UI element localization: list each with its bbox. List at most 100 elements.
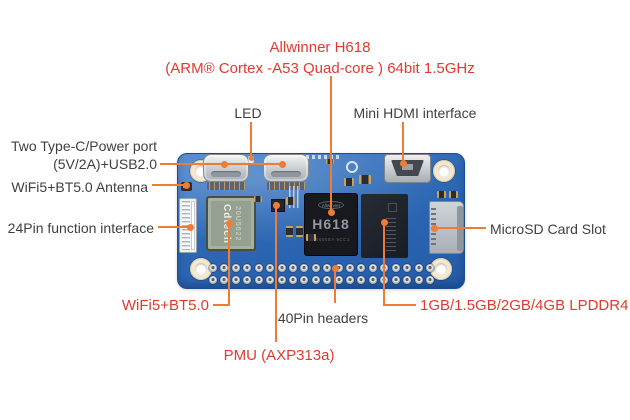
dot-typec-1 <box>221 161 228 168</box>
header-pin-hole <box>357 276 366 284</box>
type-c-port-2-pins <box>267 182 305 190</box>
leader-pmu <box>275 205 277 342</box>
smd-component <box>286 226 293 237</box>
header-pin-hole <box>403 276 412 284</box>
header-pin-hole <box>231 276 240 284</box>
header-pin-hole <box>300 264 309 272</box>
mounting-hole <box>430 258 452 280</box>
dot-soc <box>328 209 335 216</box>
type-c-port-1 <box>203 154 249 182</box>
header-pin-hole <box>311 276 320 284</box>
pin-header-grid <box>178 154 464 288</box>
header-pin-hole <box>357 264 366 272</box>
soc-chip-marking: H618 <box>312 216 350 232</box>
dot-lpddr4 <box>381 219 388 226</box>
header-pin-hole <box>300 276 309 284</box>
leader-lpddr4-vertical <box>383 222 385 306</box>
label-mini-hdmi: Mini HDMI interface <box>353 105 477 121</box>
smd-component <box>449 191 458 198</box>
smd-component <box>296 226 303 237</box>
header-pin-hole <box>414 264 423 272</box>
header-pin-hole <box>209 264 217 272</box>
label-led: LED <box>234 105 262 121</box>
header-pin-hole <box>323 276 332 284</box>
header-pin-hole <box>346 264 355 272</box>
smd-component <box>344 178 354 186</box>
leader-24pin <box>158 226 190 228</box>
header-pin-hole <box>288 264 297 272</box>
header-pin-hole <box>277 264 286 272</box>
label-typec: Two Type-C/Power port (5V/2A)+USB2.0 <box>0 137 157 173</box>
silkscreen-logo <box>346 161 358 173</box>
soc-title-line2: (ARM® Cortex -A53 Quad-core ) 64bit 1.5G… <box>165 60 475 77</box>
header-pin-hole <box>414 276 423 284</box>
header-pin-hole <box>425 276 434 284</box>
dot-led <box>249 156 254 161</box>
leader-wifi-vertical <box>228 222 230 306</box>
smd-component <box>359 175 371 184</box>
soc-chip-submarking: N0000EA 9CC1 <box>312 237 350 242</box>
dot-typec-2 <box>279 161 286 168</box>
label-antenna: WiFi5+BT5.0 Antenna <box>11 179 148 195</box>
dot-hdmi <box>400 160 407 167</box>
leader-lpddr4-horizontal <box>383 304 416 306</box>
header-pin-hole <box>346 276 355 284</box>
label-typec-line1: Two Type-C/Power port <box>10 138 157 154</box>
label-wifi-bt: WiFi5+BT5.0 <box>121 297 209 314</box>
label-typec-line2: (5V/2A)+USB2.0 <box>53 156 157 172</box>
header-pin-hole <box>209 276 217 284</box>
wifi-module-model: 20U5622 <box>234 205 241 242</box>
header-pin-hole <box>231 264 240 272</box>
dot-24pin <box>187 224 194 231</box>
header-pin-hole <box>391 276 400 284</box>
header-pin-hole <box>266 264 275 272</box>
header-pin-hole <box>266 276 275 284</box>
header-pin-hole <box>288 276 297 284</box>
header-pin-hole <box>243 264 252 272</box>
header-pin-hole <box>254 264 263 272</box>
dot-40pin <box>332 265 339 272</box>
dot-pmu <box>273 202 280 209</box>
header-pin-hole <box>220 264 229 272</box>
label-microsd: MicroSD Card Slot <box>490 221 606 237</box>
header-pin-hole <box>311 264 320 272</box>
label-lpddr4: 1GB/1.5GB/2GB/4GB LPDDR4 <box>420 297 629 314</box>
leader-wifi-horizontal <box>213 304 230 306</box>
pcb-board: Cdtech 20U5622 Allwinner H618 N0000EA 9C… <box>177 153 465 289</box>
mounting-hole <box>190 258 212 280</box>
leader-soc <box>330 76 332 213</box>
header-pin-hole <box>403 264 412 272</box>
leader-microsd <box>434 227 486 229</box>
header-pin-hole <box>243 276 252 284</box>
label-24pin: 24Pin function interface <box>7 220 154 236</box>
dot-antenna <box>183 182 190 189</box>
leader-40pin <box>334 268 336 303</box>
header-pin-hole <box>391 264 400 272</box>
leader-led <box>250 122 252 159</box>
leader-antenna <box>152 184 186 186</box>
dot-wifi <box>226 220 233 227</box>
header-pin-hole <box>277 276 286 284</box>
soc-title: Allwinner H618 (ARM® Cortex -A53 Quad-co… <box>140 37 500 79</box>
header-pin-hole <box>368 264 377 272</box>
header-pin-hole <box>254 276 263 284</box>
smd-component <box>437 191 446 198</box>
silkscreen-text-marks <box>306 155 340 159</box>
smd-component <box>254 196 262 202</box>
header-pin-hole <box>220 276 229 284</box>
smd-component <box>306 234 316 241</box>
header-pin-hole <box>368 276 377 284</box>
mini-hdmi-port <box>384 154 431 183</box>
type-c-port-2 <box>263 154 309 182</box>
smd-component <box>286 197 295 205</box>
mounting-hole <box>433 160 455 182</box>
type-c-port-1-pins <box>207 182 245 190</box>
label-pmu: PMU (AXP313a) <box>223 347 335 364</box>
label-40pin: 40Pin headers <box>277 310 369 326</box>
header-pin-hole <box>425 264 434 272</box>
leader-hdmi <box>402 122 404 164</box>
soc-title-line1: Allwinner H618 <box>269 39 371 56</box>
dot-microsd <box>431 225 438 232</box>
header-pin-hole <box>334 276 343 284</box>
